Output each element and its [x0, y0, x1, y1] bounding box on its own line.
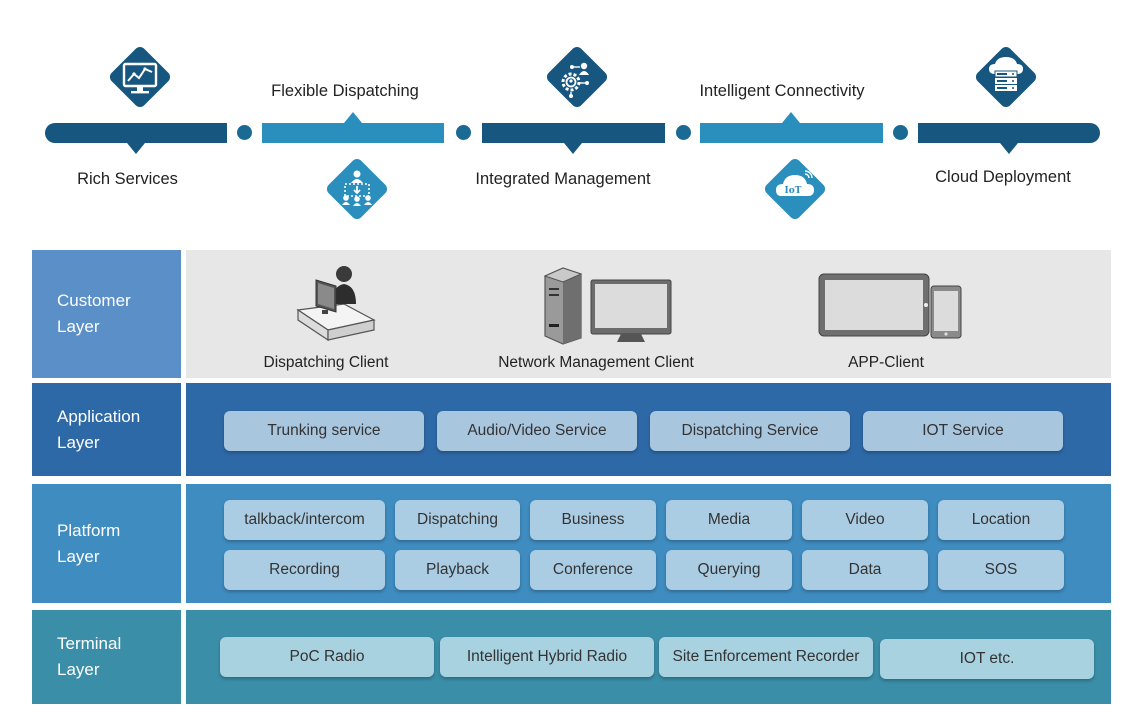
stage-label-integrated-management: Integrated Management: [475, 170, 651, 188]
timeline-segment-5: [918, 123, 1100, 143]
customer-layer-title: Customer Layer: [57, 291, 131, 336]
terminal-item-enforcement-recorder: Site Enforcement Recorder: [659, 637, 873, 677]
terminal-layer-label: Terminal Layer: [32, 610, 181, 704]
application-layer-label: Application Layer: [32, 383, 181, 476]
client-label-network-management: Network Management Client: [498, 354, 694, 371]
platform-item-location: Location: [938, 500, 1064, 540]
app-service-dispatching: Dispatching Service: [650, 411, 850, 451]
stage-label-rich-services: Rich Services: [77, 170, 178, 188]
timeline-segment-1: [45, 123, 227, 143]
platform-item-talkback: talkback/intercom: [224, 500, 385, 540]
stage-label-cloud-deployment: Cloud Deployment: [935, 168, 1071, 186]
platform-item-media: Media: [666, 500, 792, 540]
terminal-item-hybrid-radio: Intelligent Hybrid Radio: [440, 637, 654, 677]
platform-item-conference: Conference: [530, 550, 656, 590]
platform-item-dispatching: Dispatching: [395, 500, 520, 540]
app-service-trunking: Trunking service: [224, 411, 424, 451]
timeline-segment-2: [262, 123, 444, 143]
timeline-pointer: [1000, 143, 1018, 154]
operator-desk-icon: [294, 260, 376, 349]
platform-item-recording: Recording: [224, 550, 385, 590]
platform-layer-label: Platform Layer: [32, 484, 181, 603]
platform-item-sos: SOS: [938, 550, 1064, 590]
timeline-dot: [237, 125, 252, 140]
timeline-pointer: [564, 143, 582, 154]
platform-layer-body: talkback/intercom Dispatching Business M…: [186, 484, 1111, 603]
iot-glyph-text: IoT: [785, 186, 802, 196]
terminal-layer-body: PoC Radio Intelligent Hybrid Radio Site …: [186, 610, 1111, 704]
timeline-pointer: [127, 143, 145, 154]
application-layer-title: Application Layer: [57, 406, 141, 452]
app-service-iot: IOT Service: [863, 411, 1063, 451]
customer-layer-label: Customer Layer: [32, 250, 181, 378]
timeline-pointer: [344, 112, 362, 123]
stage-label-intelligent-connectivity: Intelligent Connectivity: [699, 82, 865, 100]
cloud-server-icon: [967, 38, 1045, 116]
terminal-item-poc-radio: PoC Radio: [220, 637, 434, 677]
platform-item-business: Business: [530, 500, 656, 540]
app-service-audio-video: Audio/Video Service: [437, 411, 637, 451]
timeline-segment-3: [482, 123, 665, 143]
stage-label-flexible-dispatching: Flexible Dispatching: [271, 82, 419, 100]
desktop-computer-icon: [541, 266, 673, 351]
client-label-dispatching: Dispatching Client: [263, 354, 389, 371]
tablet-phone-icon: [817, 270, 965, 345]
application-layer-body: Trunking service Audio/Video Service Dis…: [186, 383, 1111, 476]
dispatch-people-icon: [318, 150, 396, 228]
platform-item-data: Data: [802, 550, 928, 590]
timeline-pointer: [782, 112, 800, 123]
platform-item-playback: Playback: [395, 550, 520, 590]
gear-user-network-icon: [538, 38, 616, 116]
monitor-chart-icon: [101, 38, 179, 116]
platform-item-querying: Querying: [666, 550, 792, 590]
terminal-layer-title: Terminal Layer: [57, 634, 122, 679]
timeline-segment-4: [700, 123, 883, 143]
timeline-dot: [676, 125, 691, 140]
customer-layer-body: Dispatching Client Network Management Cl…: [186, 250, 1111, 378]
client-label-app: APP-Client: [848, 354, 924, 371]
platform-item-video: Video: [802, 500, 928, 540]
timeline-dot: [456, 125, 471, 140]
iot-cloud-icon: IoT: [756, 150, 834, 228]
timeline-dot: [893, 125, 908, 140]
platform-layer-title: Platform Layer: [57, 520, 121, 566]
terminal-item-iot: IOT etc.: [880, 639, 1094, 679]
